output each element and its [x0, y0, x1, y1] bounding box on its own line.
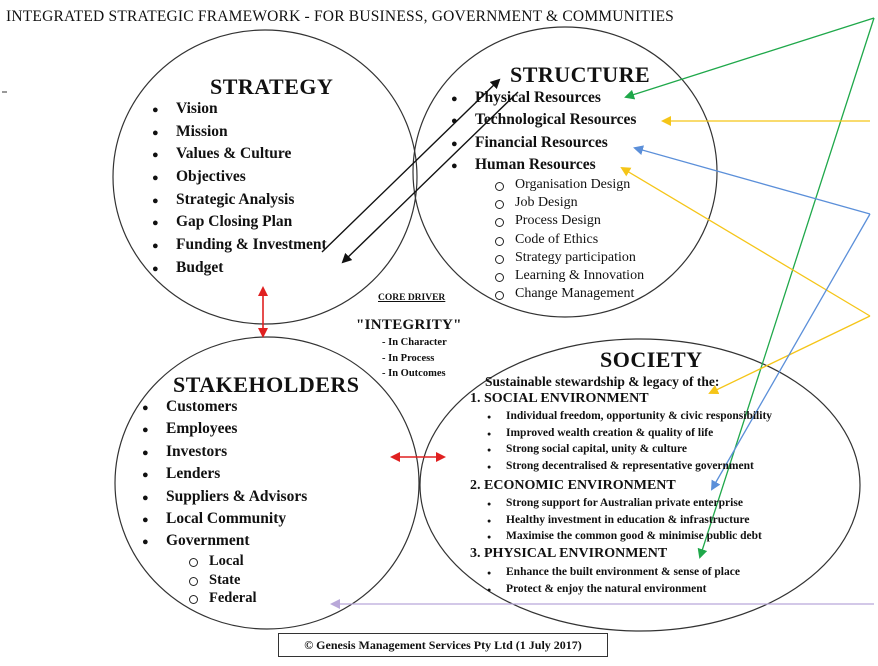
list-item: Process Design [493, 213, 644, 231]
list-item: Enhance the built environment & sense of… [484, 566, 740, 583]
list-item: Federal [187, 590, 257, 609]
list-item: Maximise the common good & minimise publ… [484, 530, 762, 547]
stakeholders-heading: STAKEHOLDERS [173, 372, 360, 397]
stakeholders-list: Customers Employees Investors Lenders Su… [140, 398, 307, 555]
list-item: Strong support for Australian private en… [484, 497, 762, 514]
list-item: Learning & Innovation [493, 268, 644, 286]
list-item: Strong social capital, unity & culture [484, 443, 772, 460]
blue-arrow-financial-resources [633, 145, 871, 215]
list-item: Investors [140, 443, 307, 465]
list-item: Organisation Design [493, 177, 644, 195]
list-item: Funding & Investment [150, 236, 327, 259]
yellow-arrow-human-resources [620, 166, 871, 317]
list-item: State [187, 572, 257, 591]
list-item: Human Resources [449, 156, 636, 178]
core-driver-label: CORE DRIVER [378, 293, 446, 303]
list-item: Budget [150, 259, 327, 282]
list-item: Code of Ethics [493, 232, 644, 250]
list-item: Improved wealth creation & quality of li… [484, 427, 772, 444]
list-item: - In Character [382, 337, 447, 348]
list-item: Local Community [140, 510, 307, 532]
structure-heading: STRUCTURE [510, 62, 651, 87]
list-item: - In Process [382, 352, 435, 364]
list-item: Physical Resources [449, 89, 636, 111]
society-circle [419, 338, 861, 632]
copyright-box: © Genesis Management Services Pty Ltd (1… [278, 633, 608, 657]
list-item: Employees [140, 420, 307, 442]
list-item: Local [187, 553, 257, 572]
list-item: Objectives [150, 168, 327, 191]
list-item: Job Design [493, 195, 644, 213]
list-item: Values & Culture [150, 145, 327, 168]
social-environment-list: Individual freedom, opportunity & civic … [484, 410, 772, 476]
list-item: Technological Resources [449, 111, 636, 133]
list-item: Mission [150, 123, 327, 146]
list-item: Strategic Analysis [150, 191, 327, 214]
list-item: Customers [140, 398, 307, 420]
list-item: - In Outcomes [382, 368, 446, 379]
society-heading: SOCIETY [600, 347, 703, 372]
list-item: Strategy participation [493, 250, 644, 268]
list-item: Government [140, 532, 307, 554]
green-arrow-physical-resources [624, 17, 875, 100]
green-arrow-physical-environment [697, 17, 875, 559]
list-item: Vision [150, 100, 327, 123]
list-item: Individual freedom, opportunity & civic … [484, 410, 772, 427]
human-resources-sublist: Organisation Design Job Design Process D… [493, 177, 644, 304]
structure-circle [412, 26, 718, 318]
economic-environment-title: 2. ECONOMIC ENVIRONMENT [470, 478, 676, 493]
list-item: Protect & enjoy the natural environment [484, 583, 740, 600]
strategy-list: Vision Mission Values & Culture Objectiv… [150, 100, 327, 282]
list-item: Strong decentralised & representative go… [484, 460, 772, 477]
list-item: Suppliers & Advisors [140, 488, 307, 510]
strategy-heading: STRATEGY [210, 74, 334, 99]
physical-environment-title: 3. PHYSICAL ENVIRONMENT [470, 546, 668, 561]
list-item: Gap Closing Plan [150, 213, 327, 236]
social-environment-title: 1. SOCIAL ENVIRONMENT [470, 391, 649, 406]
list-item: Lenders [140, 465, 307, 487]
integrity-list: - In Character - In Process - In Outcome… [382, 337, 447, 384]
government-sublist: Local State Federal [187, 553, 257, 609]
list-item: Healthy investment in education & infras… [484, 514, 762, 531]
society-subheading: Sustainable stewardship & legacy of the: [485, 374, 720, 389]
list-item: Financial Resources [449, 134, 636, 156]
structure-list: Physical Resources Technological Resourc… [449, 89, 636, 179]
list-item: Change Management [493, 286, 644, 304]
economic-environment-list: Strong support for Australian private en… [484, 497, 762, 547]
page-title: INTEGRATED STRATEGIC FRAMEWORK - FOR BUS… [6, 8, 674, 25]
physical-environment-list: Enhance the built environment & sense of… [484, 566, 740, 599]
integrity-heading: "INTEGRITY" [356, 317, 462, 333]
